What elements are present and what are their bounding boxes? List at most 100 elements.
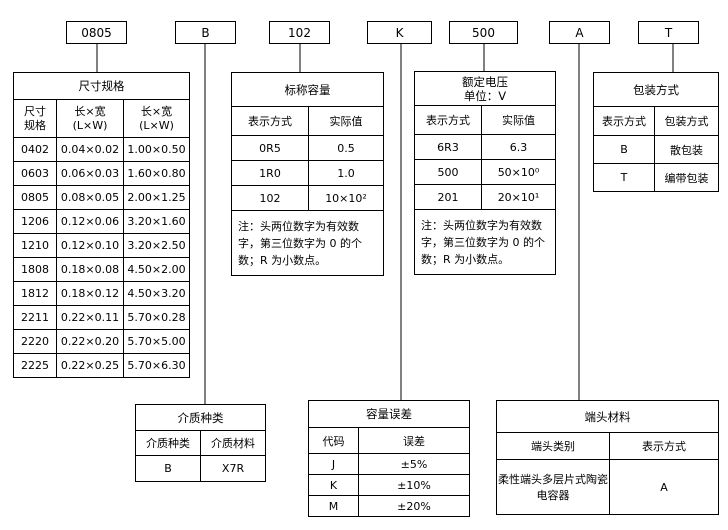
size-inch-cell: 0.22×0.20 [56, 329, 124, 354]
packaging-header-type: 包装方式 [654, 106, 719, 136]
voltage-code-cell: 6R3 [414, 134, 482, 160]
size-code-cell: 1206 [13, 209, 57, 234]
capacitance-value-cell: 10×10² [308, 185, 384, 211]
packaging-type-cell: 编带包装 [654, 163, 719, 192]
termination-header-type: 端头类别 [496, 432, 610, 460]
voltage-value-cell: 50×10⁰ [481, 159, 556, 185]
tolerance-rows: J±5%K±10%M±20% [308, 453, 470, 517]
code-tolerance: K [367, 21, 432, 44]
capacitance-value-cell: 1.0 [308, 160, 384, 186]
capacitance-header-value: 实际值 [308, 106, 384, 136]
code-packaging: T [638, 21, 699, 44]
size-inch-cell: 0.18×0.08 [56, 257, 124, 282]
size-mm-cell: 4.50×3.20 [123, 281, 190, 306]
size-code-cell: 2211 [13, 305, 57, 330]
size-mm-cell: 3.20×1.60 [123, 209, 190, 234]
dielectric-material-cell: X7R [200, 455, 266, 482]
packaging-header-code: 表示方式 [593, 106, 655, 136]
size-inch-cell: 0.18×0.12 [56, 281, 124, 306]
voltage-code-cell: 500 [414, 159, 482, 185]
termination-code-cell: A [609, 459, 719, 515]
size-code-cell: 2225 [13, 353, 57, 378]
size-code-cell: 1812 [13, 281, 57, 306]
table-row: J±5% [308, 453, 470, 475]
dielectric-title: 介质种类 [135, 404, 266, 431]
capacitance-code-cell: 0R5 [231, 135, 309, 161]
code-dielectric: B [175, 21, 236, 44]
code-size: 0805 [66, 21, 127, 44]
packaging-title: 包装方式 [593, 72, 719, 107]
capacitance-code-cell: 1R0 [231, 160, 309, 186]
tolerance-header-value: 误差 [358, 427, 470, 454]
size-inch-cell: 0.22×0.11 [56, 305, 124, 330]
size-mm-cell: 1.60×0.80 [123, 161, 190, 186]
size-mm-cell: 5.70×5.00 [123, 329, 190, 354]
termination-title: 端头材料 [496, 400, 719, 433]
voltage-note: 注：头两位数字为有效数字，第三位数字为 0 的个数；R 为小数点。 [414, 209, 556, 275]
packaging-type-cell: 散包装 [654, 135, 719, 164]
size-code-cell: 0603 [13, 161, 57, 186]
size-mm-cell: 3.20×2.50 [123, 233, 190, 258]
size-mm-cell: 2.00×1.25 [123, 185, 190, 210]
termination-header-code: 表示方式 [609, 432, 719, 460]
size-header-inch: 长×宽(L×W) [56, 99, 124, 138]
packaging-code-cell: B [593, 135, 655, 164]
size-mm-cell: 5.70×6.30 [123, 353, 190, 378]
capacitance-value-cell: 0.5 [308, 135, 384, 161]
size-inch-cell: 0.08×0.05 [56, 185, 124, 210]
tolerance-value-cell: ±20% [358, 495, 470, 517]
code-voltage: 500 [449, 21, 518, 44]
voltage-value-cell: 6.3 [481, 134, 556, 160]
size-code-cell: 1210 [13, 233, 57, 258]
size-header-code: 尺寸规格 [13, 99, 57, 138]
size-header-mm: 长×宽(L×W) [123, 99, 190, 138]
tolerance-title: 容量误差 [308, 400, 470, 428]
size-inch-cell: 0.22×0.25 [56, 353, 124, 378]
tolerance-value-cell: ±5% [358, 453, 470, 475]
size-mm-cell: 1.00×0.50 [123, 137, 190, 162]
voltage-code-cell: 201 [414, 184, 482, 210]
size-code-cell: 0402 [13, 137, 57, 162]
size-inch-cell: 0.06×0.03 [56, 161, 124, 186]
dielectric-type-cell: B [135, 455, 201, 482]
size-inch-cell: 0.12×0.10 [56, 233, 124, 258]
capacitance-header-code: 表示方式 [231, 106, 309, 136]
dielectric-header-material: 介质材料 [200, 430, 266, 456]
code-termination: A [549, 21, 610, 44]
code-capacitance: 102 [269, 21, 330, 44]
voltage-header-code: 表示方式 [414, 105, 482, 135]
capacitance-code-cell: 102 [231, 185, 309, 211]
size-code-cell: 2220 [13, 329, 57, 354]
tolerance-code-cell: K [308, 474, 359, 496]
tolerance-header-code: 代码 [308, 427, 359, 454]
table-row: M±20% [308, 495, 470, 517]
voltage-value-cell: 20×10¹ [481, 184, 556, 210]
size-mm-cell: 5.70×0.28 [123, 305, 190, 330]
